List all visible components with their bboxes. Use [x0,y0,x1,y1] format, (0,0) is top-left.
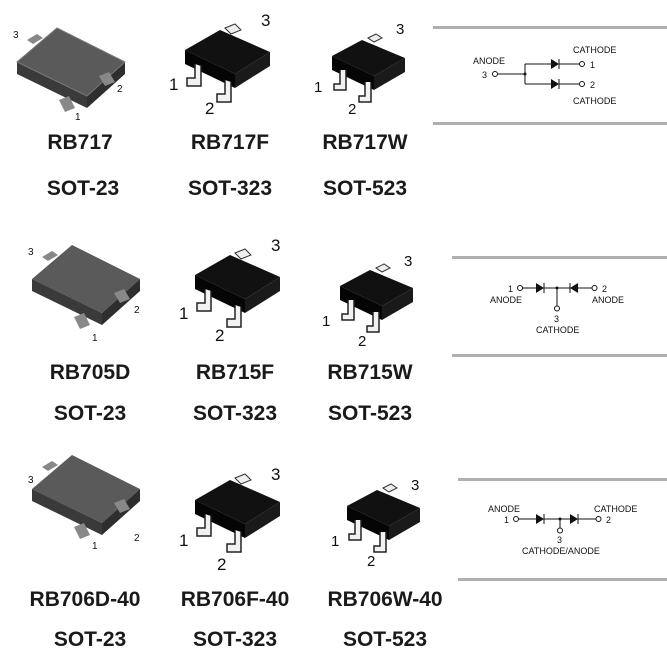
pin-number-label: 3 [271,236,280,255]
package-label: SOT-23 [53,402,127,425]
package-label: SOT-523 [342,628,428,651]
circuit-diagram-series: ANODE 1 CATHODE 2 3 CATHODE/ANODE [458,478,667,582]
circuit-pin-label: 2 [606,515,611,525]
circuit-pin-label: 2 [602,284,607,294]
part-number-label: RB706W-40 [327,588,443,611]
part-number-label: RB706F-40 [180,588,290,611]
circuit-pin-label: 3 [557,535,562,545]
pin-number-label: 2 [205,99,214,118]
pin-number-label: 3 [13,30,19,41]
sot23-package-image: 3 2 1 [5,18,135,123]
pin-number-label: 1 [179,531,188,550]
package-label: SOT-23 [46,177,120,200]
sot323-package-image: 3 1 2 [165,10,285,120]
pin-number-label: 1 [169,75,178,94]
package-label: SOT-23 [53,628,127,651]
pin-number-label: 1 [331,533,339,550]
pin-number-label: 2 [215,326,224,345]
circuit-pin-label: 1 [508,284,513,294]
pin-number-label: 1 [179,304,188,323]
circuit-diagram-common-anode: ANODE 3 CATHODE 1 2 CATHODE [433,26,667,126]
sot523-package-image: 3 1 2 [325,470,435,570]
pin-number-label: 3 [271,465,280,484]
circuit-label: CATHODE [536,325,579,335]
part-number-label: RB706D-40 [29,588,141,611]
sot523-package-image: 3 1 2 [310,20,425,120]
package-label: SOT-323 [187,177,273,200]
circuit-pin-label: 2 [590,80,595,90]
package-label: SOT-323 [192,628,278,651]
sot23-package-image: 3 2 1 [20,235,150,345]
pin-number-label: 3 [261,11,270,30]
circuit-pin-label: 3 [554,314,559,324]
sot323-package-image: 3 1 2 [175,460,295,575]
sot23-package-image: 3 2 1 [20,445,150,555]
part-number-label: RB717 [47,131,113,154]
sot323-package-image: 3 1 2 [175,235,295,345]
part-number-label: RB705D [49,361,131,384]
part-number-label: RB715W [327,361,413,384]
circuit-pin-label: 1 [504,515,509,525]
circuit-label: CATHODE [594,504,637,514]
pin-number-label: 3 [396,21,404,38]
pin-number-label: 3 [411,477,419,494]
circuit-label: ANODE [490,295,522,305]
pin-number-label: 2 [217,555,226,574]
pin-number-label: 3 [28,475,34,486]
pin-number-label: 3 [404,253,412,270]
circuit-diagram-common-cathode: 1 ANODE 2 ANODE 3 CATHODE [452,256,667,358]
pin-number-label: 1 [314,79,322,96]
circuit-label: ANODE [592,295,624,305]
pin-number-label: 1 [92,333,98,344]
part-number-label: RB717F [190,131,270,154]
pin-number-label: 3 [28,247,34,258]
part-number-label: RB717W [322,131,408,154]
pin-number-label: 2 [134,305,140,316]
pin-number-label: 1 [92,541,98,552]
pin-number-label: 2 [348,101,356,118]
pin-number-label: 2 [358,333,366,350]
sot523-package-image: 3 1 2 [318,250,428,350]
circuit-label: CATHODE/ANODE [522,546,600,556]
circuit-label: ANODE [473,56,505,66]
pin-number-label: 2 [117,84,123,95]
part-number-label: RB715F [195,361,275,384]
package-label: SOT-323 [192,402,278,425]
pin-number-label: 2 [367,553,375,570]
circuit-label: ANODE [488,504,520,514]
circuit-pin-label: 3 [482,70,487,80]
pin-number-label: 2 [134,533,140,544]
circuit-label: CATHODE [573,96,616,106]
pin-number-label: 1 [75,112,81,123]
circuit-label: CATHODE [573,45,616,55]
package-label: SOT-523 [322,177,408,200]
pin-number-label: 1 [322,313,330,330]
circuit-pin-label: 1 [590,60,595,70]
package-label: SOT-523 [327,402,413,425]
